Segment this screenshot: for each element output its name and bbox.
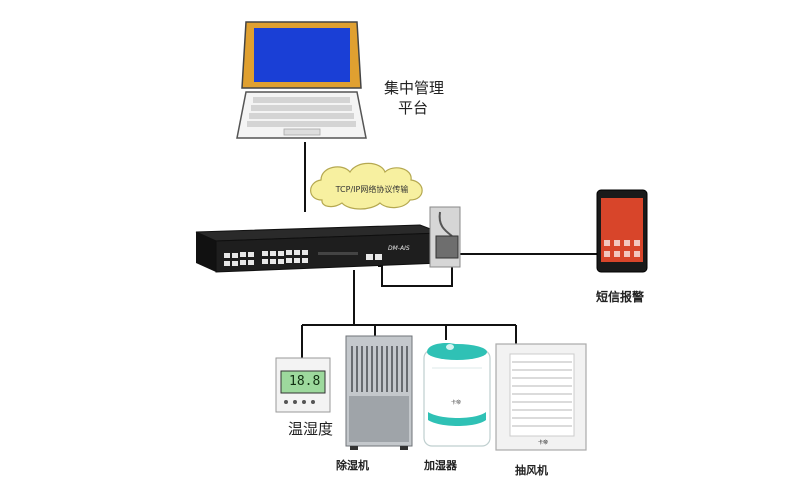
connection-lines	[301, 142, 600, 358]
platform-label-line1: 集中管理	[384, 79, 445, 97]
dehumidifier-icon	[345, 335, 413, 450]
humidifier-label: 加湿器	[424, 459, 457, 472]
exhaust-fan-icon	[495, 343, 587, 451]
mobile-phone-icon	[596, 189, 648, 273]
network-cloud-icon	[310, 162, 423, 210]
temp-humidity-meter-icon	[275, 357, 331, 413]
temp-humidity-label: 温湿度	[288, 420, 334, 438]
platform-label: 集中管理 平台	[384, 78, 444, 118]
dehumidifier-label: 除湿机	[336, 459, 369, 472]
sms-alarm-label: 短信报警	[596, 290, 645, 304]
exhaust-fan-label: 抽风机	[515, 464, 548, 477]
laptop-icon	[236, 21, 367, 139]
fan-brand: 卡帝	[538, 440, 549, 446]
humidifier-brand: 卡帝	[451, 400, 462, 406]
humidifier-icon	[423, 343, 491, 447]
network-label: TCP/IP网络协议传输	[335, 185, 409, 194]
platform-label-line2: 平台	[398, 99, 429, 117]
sensor-probe-icon	[429, 206, 461, 268]
sensor-display-value: 18.8	[289, 374, 321, 389]
switch-brand: DM-AIS	[388, 245, 410, 252]
sensor-link	[378, 265, 453, 287]
